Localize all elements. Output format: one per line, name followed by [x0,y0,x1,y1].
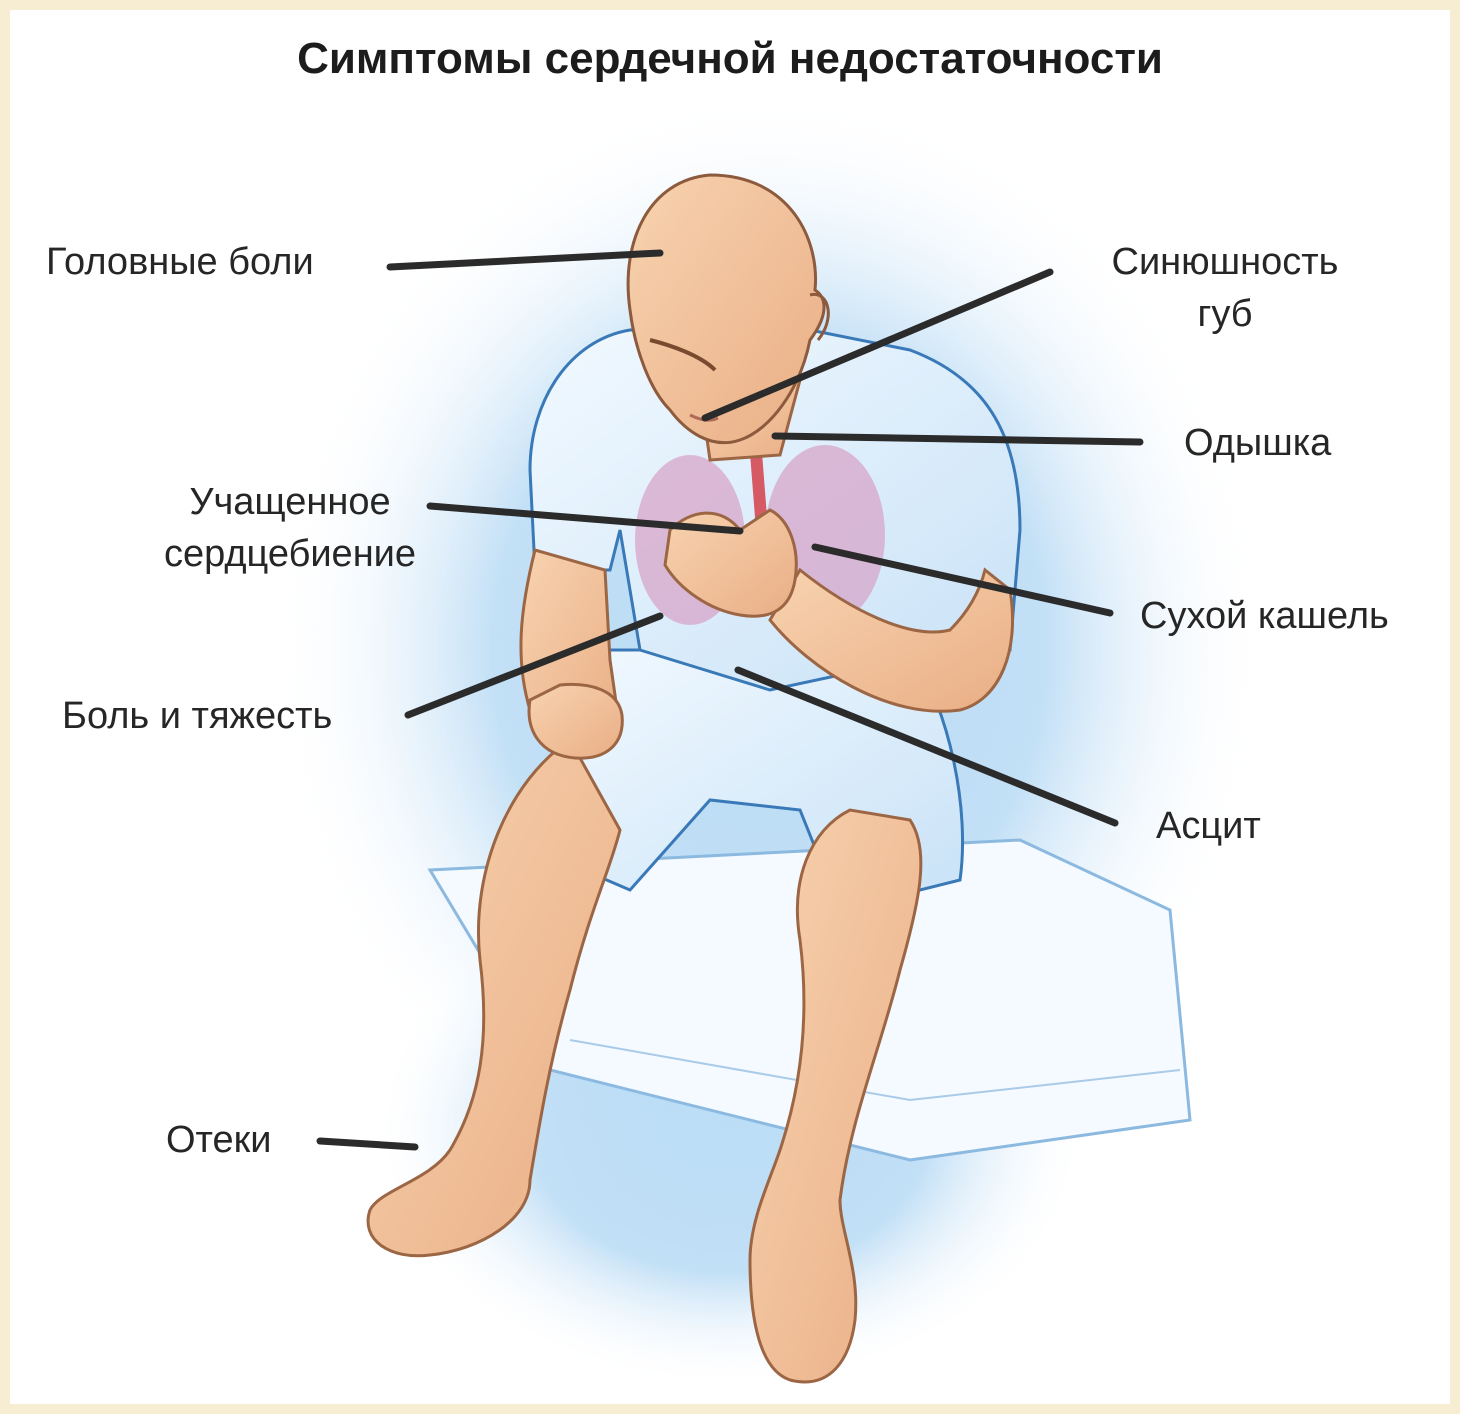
label-dyspnea: Одышка [1184,417,1331,469]
label-ascites-text: Асцит [1156,800,1261,852]
label-chest-pain-text: Боль и тяжесть [62,690,332,742]
label-headache: Головные боли [46,236,314,288]
label-palpitations: Учащенное сердцебиение [140,476,440,580]
label-headache-text: Головные боли [46,236,314,288]
label-chest-pain: Боль и тяжесть [62,690,332,742]
diagram-title: Симптомы сердечной недостаточности [10,34,1450,84]
label-cyanosis: Синюшность губ [1090,236,1360,340]
label-ascites: Асцит [1156,800,1261,852]
label-dyspnea-text: Одышка [1184,417,1331,469]
label-cyanosis-line2: губ [1090,288,1360,340]
diagram-frame: Симптомы сердечной недостаточности Голов… [10,10,1450,1404]
label-edema: Отеки [166,1114,272,1166]
label-palpitations-line2: сердцебиение [140,528,440,580]
label-cyanosis-line1: Синюшность [1090,236,1360,288]
label-dry-cough-text: Сухой кашель [1140,590,1389,642]
label-dry-cough: Сухой кашель [1140,590,1389,642]
label-palpitations-line1: Учащенное [140,476,440,528]
label-edema-text: Отеки [166,1114,272,1166]
left-fist [529,684,622,758]
